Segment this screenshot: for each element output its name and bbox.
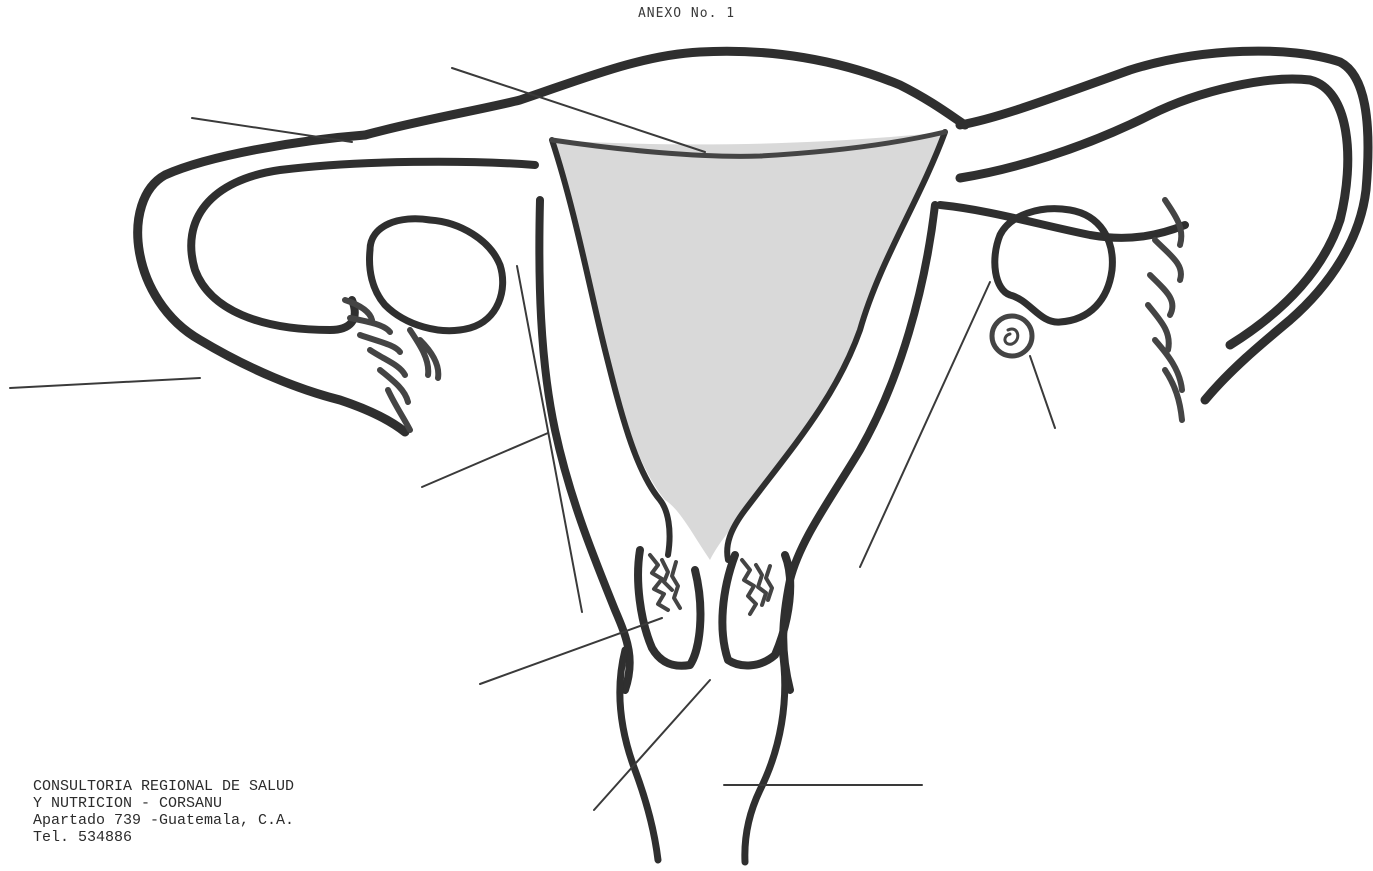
fundus-arch bbox=[365, 51, 965, 135]
cervical-glands-left bbox=[650, 555, 680, 610]
label-line-follicle bbox=[1030, 356, 1055, 428]
endometrium bbox=[552, 132, 945, 560]
right-fallopian-tube-outer bbox=[960, 79, 1348, 345]
left-fallopian-tube-outer bbox=[138, 135, 405, 432]
vagina-right-wall bbox=[745, 650, 785, 862]
footer-org-line-1: CONSULTORIA REGIONAL DE SALUD bbox=[33, 778, 294, 795]
label-line-uterine-wall bbox=[517, 266, 582, 612]
footer-address-line: Apartado 739 -Guatemala, C.A. bbox=[33, 812, 294, 829]
label-line-fimbriae bbox=[10, 378, 200, 388]
footer-phone-line: Tel. 534886 bbox=[33, 829, 294, 846]
cervix-left bbox=[638, 550, 700, 666]
footer-address: CONSULTORIA REGIONAL DE SALUD Y NUTRICIO… bbox=[33, 778, 294, 846]
label-line-ovary-right bbox=[860, 282, 990, 567]
ovarian-follicle bbox=[992, 316, 1032, 356]
label-line-fallopian-tube bbox=[192, 118, 352, 142]
label-line-cervix bbox=[480, 618, 662, 684]
label-line-myometrium bbox=[422, 433, 548, 487]
label-line-cervical-canal bbox=[594, 680, 710, 810]
cervical-glands-right bbox=[742, 560, 772, 614]
left-ovary bbox=[370, 219, 503, 331]
follicle-inner bbox=[1005, 329, 1018, 344]
footer-org-line-2: Y NUTRICION - CORSANU bbox=[33, 795, 294, 812]
